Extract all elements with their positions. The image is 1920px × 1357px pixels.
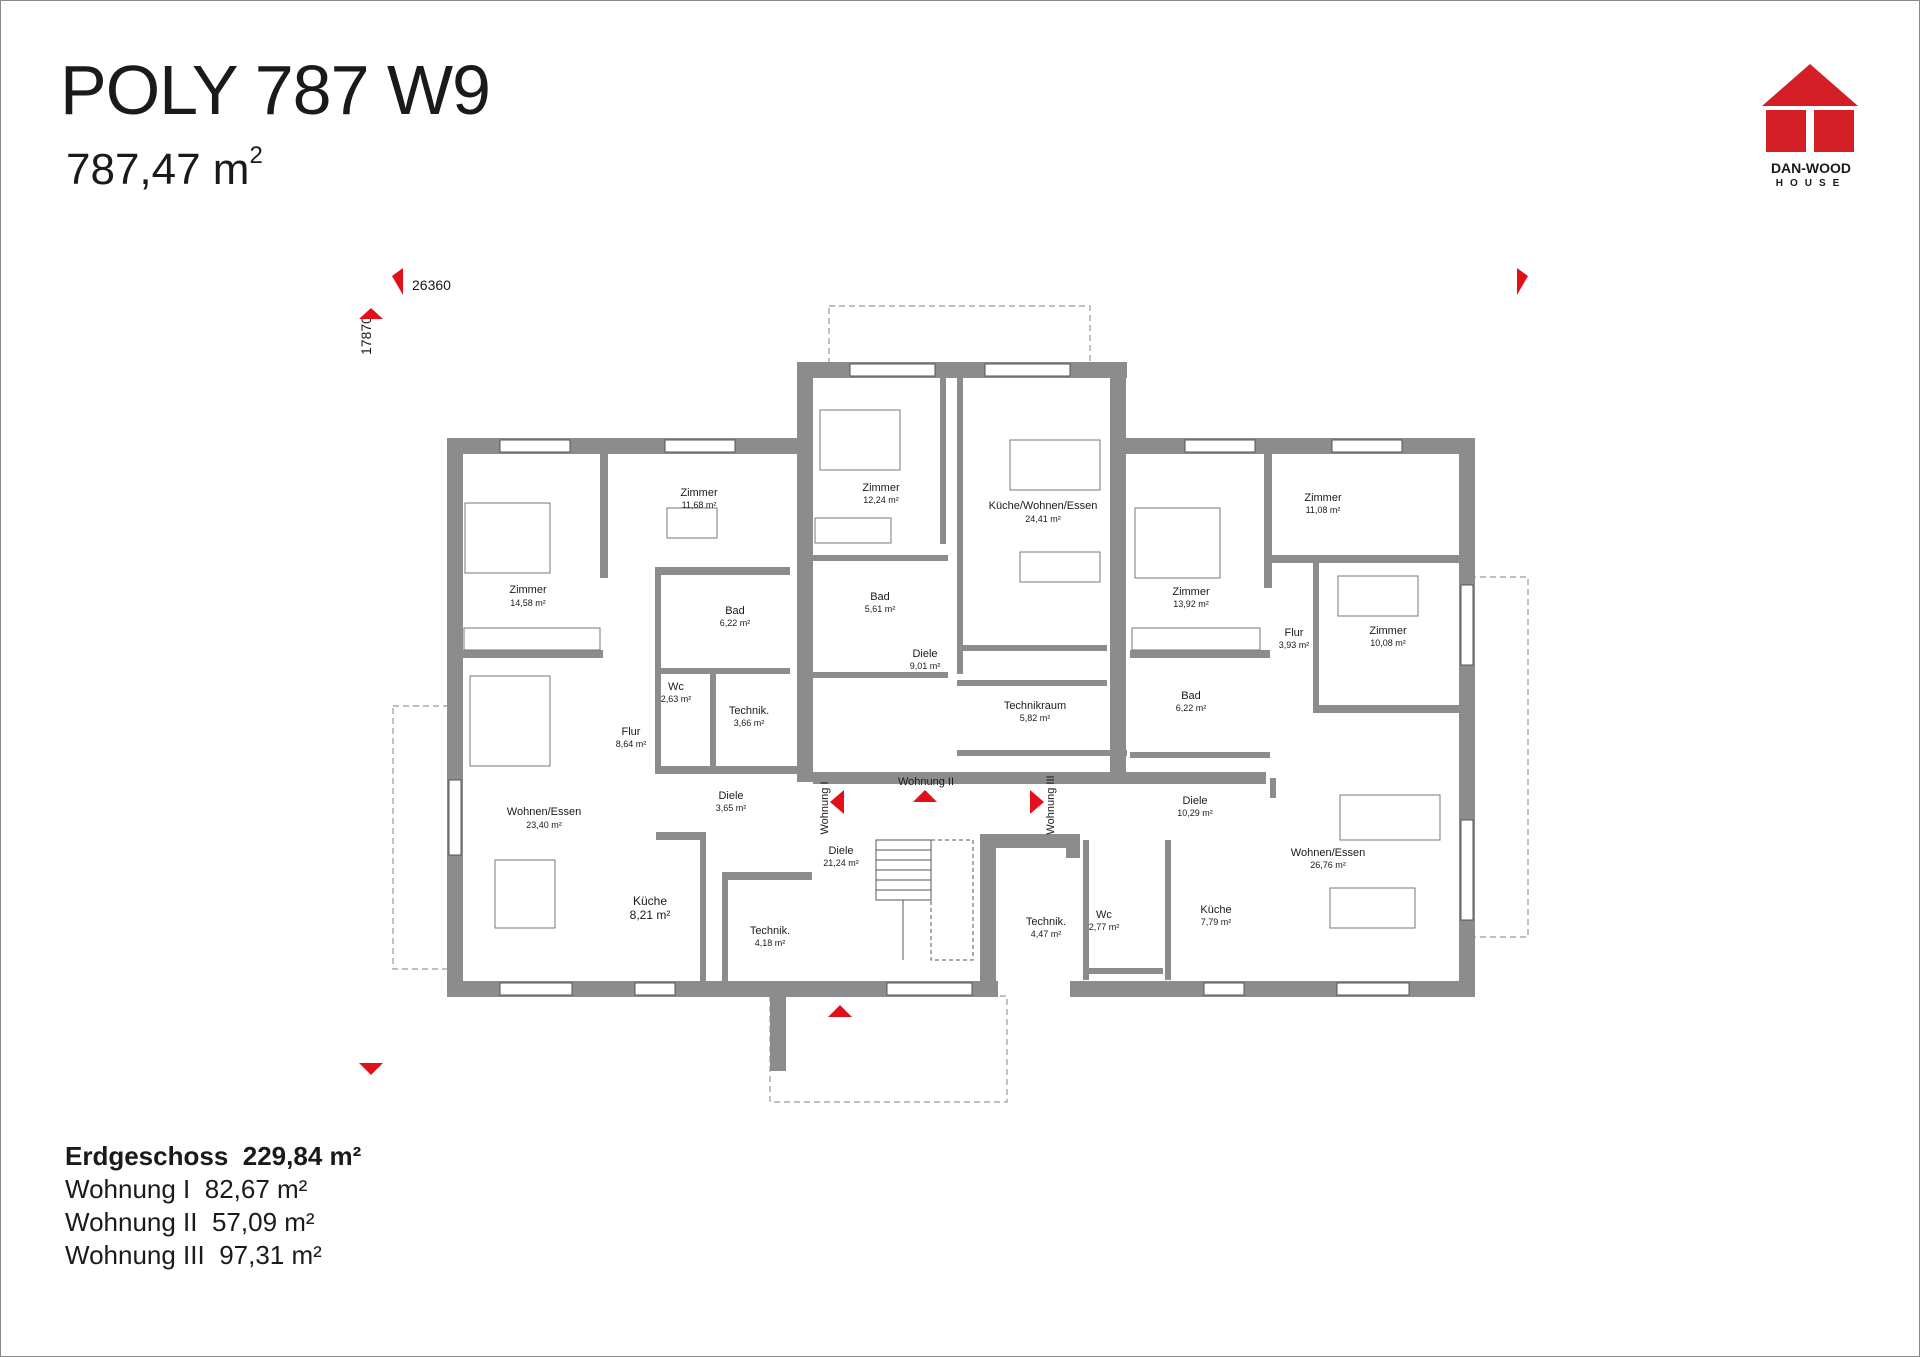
- room-area: 4,47 m²: [1031, 929, 1062, 939]
- room-name: Wc: [668, 681, 684, 693]
- unit-label-2: Wohnung II: [898, 776, 954, 788]
- room-area: 5,61 m²: [865, 604, 896, 614]
- room-name: Technik.: [750, 925, 790, 937]
- room-name: Küche: [1200, 904, 1231, 916]
- room-name: Wohnen/Essen: [507, 806, 581, 818]
- room-area: 11,68 m²: [682, 500, 717, 510]
- floor-summary: Erdgeschoss 229,84 m²: [65, 1141, 362, 1171]
- room-area: 6,22 m²: [1176, 703, 1207, 713]
- room-labels: Zimmer 14,58 m² Zimmer 11,68 m² Bad 6,22…: [507, 482, 1407, 948]
- room-area: 13,92 m²: [1173, 599, 1209, 609]
- room-area: 3,93 m²: [1279, 640, 1310, 650]
- room-name: Wohnen/Essen: [1291, 847, 1365, 859]
- dimension-markers: [359, 268, 1528, 1075]
- width-dimension: 26360: [412, 277, 451, 293]
- area-summary: Erdgeschoss 229,84 m² Wohnung I 82,67 m²…: [65, 1140, 361, 1272]
- room-name: Zimmer: [509, 584, 547, 596]
- walls: [447, 362, 1475, 1071]
- room-name: Zimmer: [862, 482, 900, 494]
- room-area: 8,21 m²: [630, 908, 671, 922]
- room-name: Zimmer: [1369, 625, 1407, 637]
- room-name: Technik.: [1026, 916, 1066, 928]
- room-area: 23,40 m²: [526, 820, 562, 830]
- room-name: Technikraum: [1004, 700, 1066, 712]
- room-name: Flur: [1285, 627, 1304, 639]
- room-name: Diele: [912, 648, 937, 660]
- unit-label-1: Wohnung I: [819, 781, 831, 834]
- room-name: Zimmer: [1172, 586, 1210, 598]
- room-area: 26,76 m²: [1310, 860, 1346, 870]
- room-name: Diele: [828, 845, 853, 857]
- room-name: Flur: [622, 726, 641, 738]
- room-area: 2,77 m²: [1089, 922, 1120, 932]
- unit-label-3: Wohnung III: [1045, 775, 1057, 834]
- logo-name: DAN-WOOD: [1770, 160, 1852, 176]
- room-area: 5,82 m²: [1020, 713, 1051, 723]
- unit-summary: Wohnung II 57,09 m²: [65, 1207, 315, 1237]
- room-area: 6,22 m²: [720, 618, 751, 628]
- room-area: 2,63 m²: [661, 694, 692, 704]
- room-name: Wc: [1096, 909, 1112, 921]
- room-name: Küche/Wohnen/Essen: [989, 500, 1098, 512]
- room-name: Bad: [870, 591, 890, 603]
- room-area: 10,29 m²: [1177, 808, 1213, 818]
- room-area: 7,79 m²: [1201, 917, 1232, 927]
- total-area: 787,47 m2: [66, 142, 263, 194]
- room-area: 3,65 m²: [716, 803, 747, 813]
- unit-summary: Wohnung III 97,31 m²: [65, 1240, 322, 1270]
- room-area: 24,41 m²: [1025, 514, 1061, 524]
- room-name: Diele: [1182, 795, 1207, 807]
- room-name: Zimmer: [680, 487, 718, 499]
- entry-markers: [828, 790, 1044, 1017]
- staircase: [875, 839, 974, 961]
- page-title: POLY 787 W9: [60, 51, 491, 129]
- room-name: Technik.: [729, 705, 769, 717]
- room-name: Diele: [718, 790, 743, 802]
- room-area: 4,18 m²: [755, 938, 786, 948]
- room-name: Bad: [1181, 690, 1201, 702]
- room-name: Bad: [725, 605, 745, 617]
- room-area: 14,58 m²: [510, 598, 546, 608]
- room-area: 9,01 m²: [910, 661, 941, 671]
- furniture: [463, 409, 1441, 929]
- room-name: Zimmer: [1304, 492, 1342, 504]
- room-area: 10,08 m²: [1370, 638, 1406, 648]
- dan-wood-logo: [1762, 64, 1858, 158]
- windows: [448, 363, 1474, 996]
- room-area: 12,24 m²: [863, 495, 899, 505]
- room-area: 11,08 m²: [1306, 505, 1341, 515]
- room-area: 3,66 m²: [734, 718, 765, 728]
- room-area: 21,24 m²: [823, 858, 859, 868]
- unit-summary: Wohnung I 82,67 m²: [65, 1174, 308, 1204]
- logo-sub: HOUSE: [1775, 178, 1847, 189]
- room-area: 8,64 m²: [616, 739, 647, 749]
- room-name: Küche: [633, 894, 667, 908]
